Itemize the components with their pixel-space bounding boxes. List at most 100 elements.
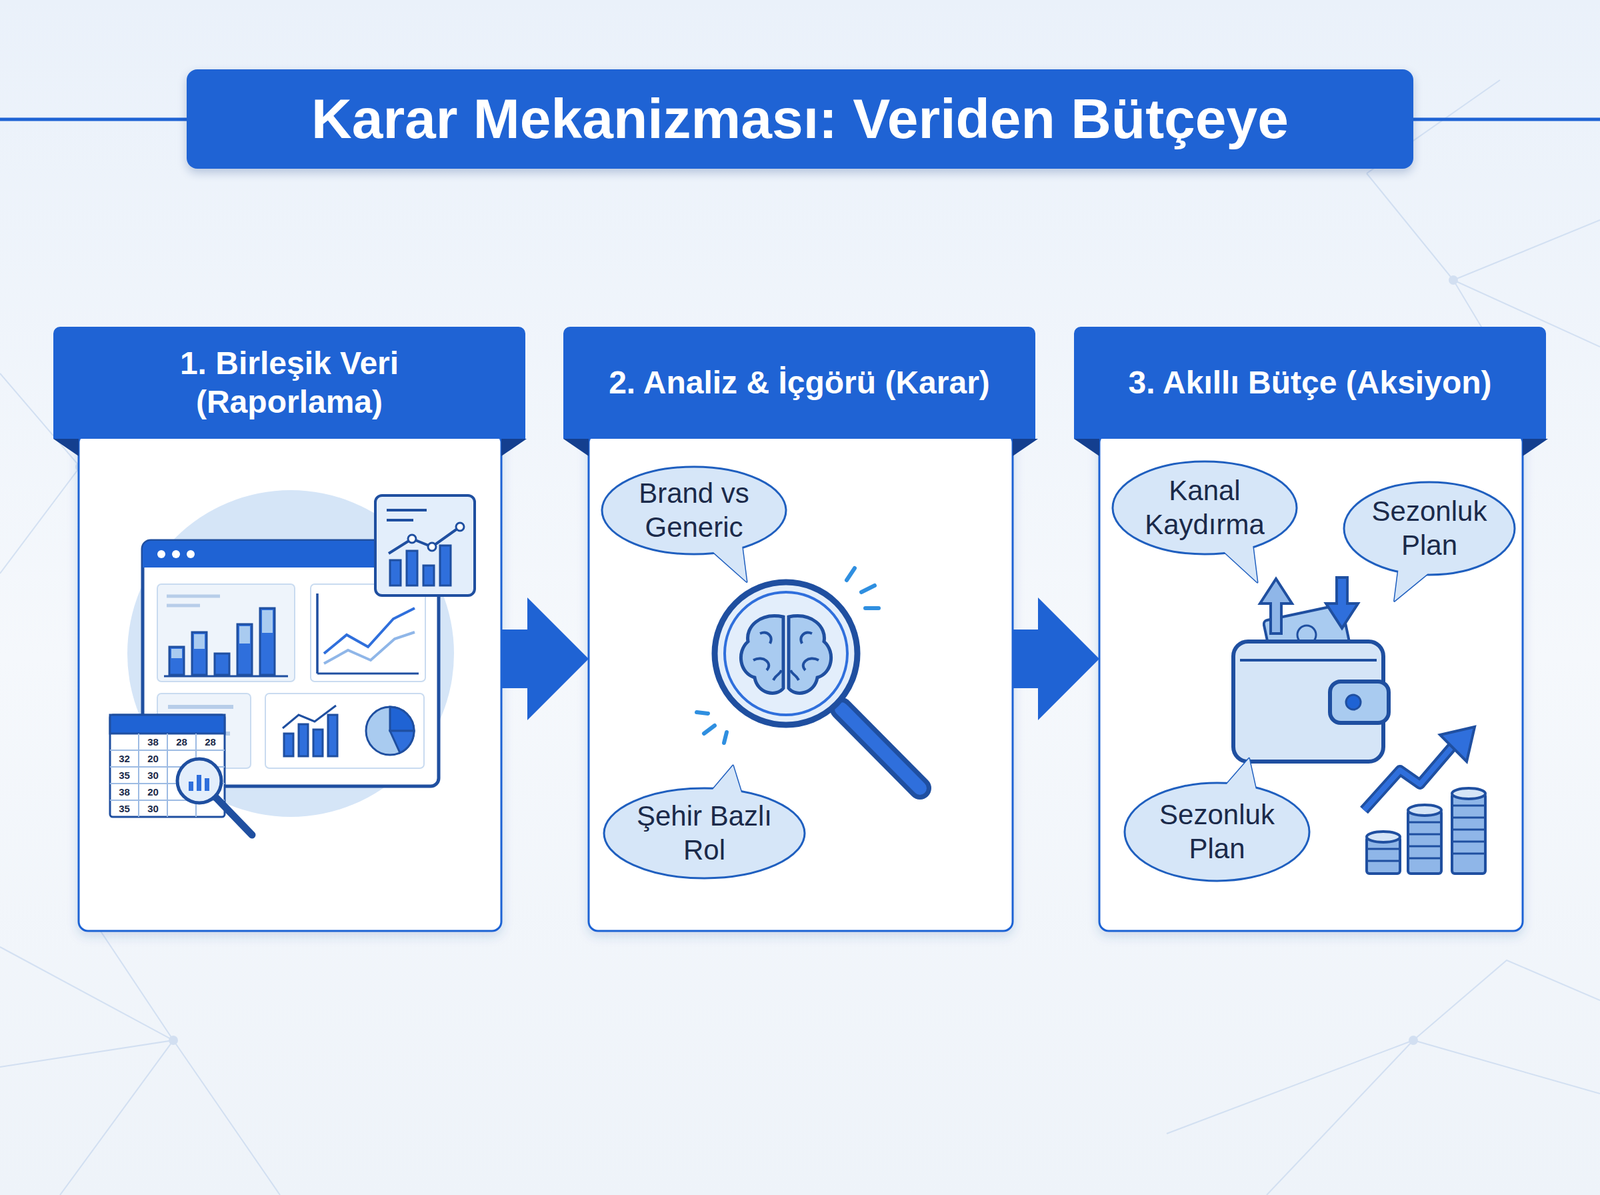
title-rule-part (0, 118, 200, 122)
dashboard-illustration-part-part (406, 550, 418, 586)
panel-heading: 2. Analiz & İçgörü (Karar) (608, 363, 990, 402)
budget-illustration-part (1240, 658, 1377, 662)
dashboard-illustration-part-part (194, 634, 205, 649)
dashboard-illustration-part (386, 508, 427, 512)
bubble-text: Kanal Kaydırma (1133, 474, 1276, 542)
step-panel: 3. Akıllı Bütçe (Aksiyon)Kanal KaydırmaS… (1099, 326, 1523, 931)
dashboard-illustration-part-part (204, 778, 210, 791)
dashboard-illustration-part (390, 545, 451, 586)
header-folds-part (53, 438, 79, 456)
dashboard-illustration-part (265, 693, 424, 768)
dashboard-illustration-part-part (262, 610, 273, 633)
dashboard-illustration-part (172, 550, 180, 558)
dashboard-illustration-part (317, 593, 419, 674)
header-folds-part (1012, 438, 1038, 456)
budget-illustration-part (1346, 694, 1361, 710)
dashboard-illustration-part (157, 584, 295, 682)
title-text: Karar Mekanizması: Veriden Bütçeye (311, 88, 1289, 150)
bubble-text: Brand vs Generic (622, 476, 766, 544)
dashboard-illustration-part-part (284, 733, 294, 756)
panel-header: 2. Analiz & İçgörü (Karar) (563, 326, 1036, 439)
network-lines (0, 80, 1600, 1195)
panel-bodies (78, 433, 1523, 931)
table-cell-value: 20 (140, 785, 167, 799)
flow-arrow (1012, 597, 1100, 720)
budget-illustration-part (1366, 788, 1486, 842)
analysis-illustration-part (740, 616, 784, 694)
dashboard-illustration-part-part (138, 733, 140, 817)
dashboard-illustration-part (375, 495, 475, 596)
budget-illustration-part (1366, 805, 1486, 861)
dashboard-illustration-part (310, 584, 426, 682)
analysis-illustration-part (841, 708, 920, 788)
dashboard-illustration-part (110, 714, 225, 734)
speech-bubble: Kanal Kaydırma (1110, 459, 1299, 556)
dashboard-illustration-part (408, 534, 416, 543)
dashboard-illustration-part (390, 730, 414, 753)
bubble-tail (1394, 559, 1439, 601)
bubble-text-wrap: Sezonluk Plan (1363, 494, 1496, 562)
step-panel: 2. Analiz & İçgörü (Karar) Brand vs Gener… (588, 326, 1013, 931)
budget-illustration-part (1233, 641, 1384, 762)
analysis-illustration-part-part (846, 568, 855, 580)
panel-heading: 1. Birleşik Veri (Raporlama) (96, 344, 483, 421)
dashboard-illustration-part-part (237, 624, 252, 675)
bubble-outline (1342, 480, 1517, 577)
network-lines-part (1449, 276, 1458, 284)
bubble-tail (1214, 536, 1258, 582)
budget-illustration-part (1330, 681, 1389, 723)
panel-header: 3. Akıllı Bütçe (Aksiyon) (1074, 326, 1546, 439)
bubble-text-wrap: Şehir Bazlı Rol (626, 799, 782, 867)
dashboard-illustration-part-part (423, 565, 434, 586)
bubble-tail (1217, 758, 1259, 801)
budget-illustration-part-part (1408, 804, 1442, 816)
dashboard-illustration-part-part (169, 646, 184, 675)
bubble-text-wrap: Kanal Kaydırma (1133, 474, 1276, 542)
analysis-illustration-part-part (724, 732, 727, 743)
panel-bodies-part (78, 433, 502, 931)
dashboard-illustration (110, 490, 475, 835)
dashboard-illustration-part (390, 706, 414, 731)
dashboard-illustration-part (428, 542, 436, 551)
analysis-illustration-part-part (704, 725, 715, 734)
dashboard-illustration-part (324, 632, 415, 664)
budget-illustration-part (1366, 793, 1486, 874)
panel-bodies-part (1099, 433, 1523, 931)
dashboard-illustration-part (169, 608, 275, 675)
bubble-outline (1122, 780, 1312, 883)
table-cell-value: 30 (140, 768, 167, 782)
dashboard-illustration-part-part (110, 749, 225, 751)
dashboard-illustration-part-part (440, 545, 451, 586)
budget-illustration-part (1440, 726, 1475, 762)
analysis-illustration-part-part (861, 585, 875, 592)
bubble-body (1124, 782, 1310, 881)
table-cell-value: 30 (140, 802, 167, 816)
dashboard-illustration-part (110, 714, 225, 817)
network-lines-part (1409, 1036, 1418, 1044)
budget-illustration-part-part (1366, 831, 1400, 842)
dashboard-illustration-part (366, 706, 414, 755)
speech-bubble: Brand vs Generic (600, 464, 788, 556)
header-folds-part (1522, 438, 1548, 456)
speech-bubble: Sezonluk Plan (1342, 480, 1517, 577)
dashboard-illustration-part-part (196, 774, 202, 791)
table-cell-value: 35 (111, 768, 138, 782)
analysis-illustration-part (753, 632, 819, 680)
budget-illustration-part (1364, 746, 1452, 810)
bubble-body (1112, 461, 1297, 554)
dashboard-illustration-part-part (192, 632, 207, 675)
bubble-body (602, 466, 786, 554)
table-cell-value: 28 (168, 735, 196, 749)
dashboard-illustration-part (171, 610, 273, 658)
bubble-text-wrap: Brand vs Generic (622, 476, 766, 544)
dashboard-illustration-part (186, 550, 195, 558)
dashboard-illustration-part (164, 675, 288, 678)
speech-bubble: Şehir Bazlı Rol (602, 786, 807, 880)
dashboard-illustration-part (386, 518, 414, 522)
dashboard-illustration-part-part (313, 729, 323, 756)
bubble-text: Sezonluk Plan (1363, 494, 1496, 562)
analysis-illustration (696, 568, 920, 788)
